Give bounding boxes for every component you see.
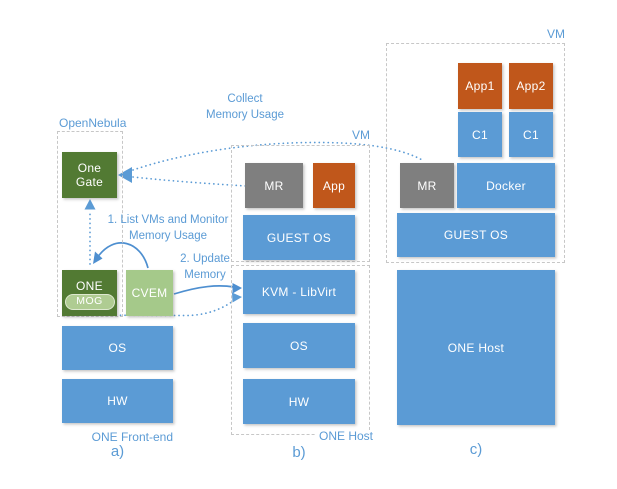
dotted-arrow-gate-to-mr-b	[132, 176, 247, 187]
guest-os-box-b: GUEST OS	[243, 215, 355, 260]
update-memory-annotation-line2: Memory	[184, 268, 226, 281]
hw-box-a: HW	[62, 379, 173, 423]
one-host-caption-b: ONE Host	[316, 429, 377, 444]
mr-box-b: MR	[245, 163, 303, 208]
guest-os-label-c: GUEST OS	[443, 228, 509, 242]
column-a-label: a)	[110, 443, 125, 460]
list-vms-annotation: 1. List VMs and Monitor Memory Usage	[102, 213, 234, 244]
app2-box: App2	[509, 63, 553, 109]
one-host-label-c: ONE Host	[447, 340, 505, 355]
column-c-label: c)	[469, 441, 483, 458]
mr-label-c: MR	[417, 178, 437, 193]
one-box: ONE MOG	[62, 270, 117, 316]
list-vms-annotation-line2: Memory Usage	[129, 229, 207, 242]
one-gate-label: One Gate	[75, 161, 104, 189]
update-memory-annotation: 2. Update Memory	[178, 252, 232, 283]
c1-box-left: C1	[458, 112, 502, 157]
vm-group-c	[386, 43, 565, 263]
collect-annotation: Collect Memory Usage	[195, 92, 295, 123]
column-b-label: b)	[292, 444, 306, 461]
app1-label: App1	[465, 79, 495, 93]
one-host-group-b	[231, 265, 370, 435]
app-label-b: App	[322, 178, 346, 193]
cvem-box: CVEM	[126, 270, 173, 316]
mr-box-c: MR	[400, 163, 454, 208]
os-box-a: OS	[62, 326, 173, 370]
c1-label-left: C1	[472, 127, 488, 142]
update-memory-annotation-line1: 2. Update	[180, 253, 230, 265]
app1-box: App1	[458, 63, 502, 109]
guest-os-label-b: GUEST OS	[266, 230, 332, 245]
collect-annotation-line2: Memory Usage	[206, 108, 284, 121]
mog-badge: MOG	[64, 294, 115, 310]
vm-caption-b: VM	[352, 128, 370, 142]
hw-label-b: HW	[288, 394, 310, 409]
list-vms-annotation-line1: 1. List VMs and Monitor	[107, 214, 229, 226]
docker-box: Docker	[457, 163, 555, 208]
os-label-b: OS	[290, 338, 308, 353]
one-gate-box: One Gate	[62, 152, 117, 198]
kvm-libvirt-label: KVM - LibVirt	[261, 285, 337, 299]
os-box-b: OS	[243, 323, 355, 368]
one-host-box-c: ONE Host	[397, 270, 555, 425]
collect-annotation-line1: Collect	[227, 93, 263, 105]
guest-os-box-c: GUEST OS	[397, 213, 555, 257]
mr-label-b: MR	[264, 178, 284, 193]
opennebula-caption: OpenNebula	[59, 116, 127, 130]
app2-label: App2	[516, 79, 546, 93]
app-box-b: App	[313, 163, 355, 208]
one-label: ONE	[76, 279, 103, 293]
front-end-caption: ONE Front-end	[91, 430, 173, 444]
solid-arrow-cvem-to-kvm	[173, 285, 235, 295]
vm-caption-c: VM	[547, 27, 565, 41]
vm-group-b	[231, 145, 370, 262]
opennebula-group	[57, 131, 123, 317]
c1-label-right: C1	[523, 127, 539, 142]
kvm-libvirt-box: KVM - LibVirt	[243, 270, 355, 314]
c1-box-right: C1	[509, 112, 553, 157]
hw-box-b: HW	[243, 379, 355, 424]
os-label-a: OS	[108, 341, 127, 355]
cvem-label: CVEM	[131, 286, 168, 300]
docker-label: Docker	[486, 178, 526, 193]
hw-label-a: HW	[107, 394, 128, 408]
